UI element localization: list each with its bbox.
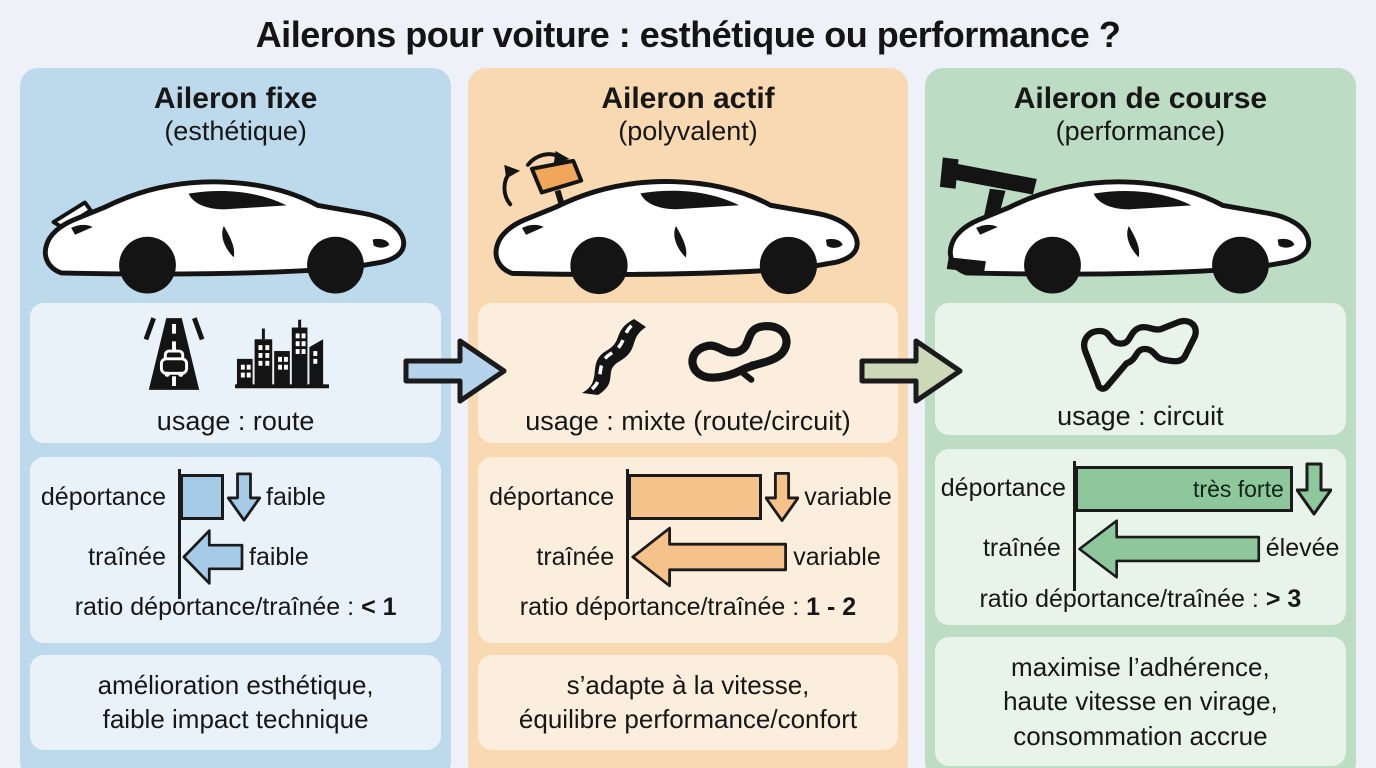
downforce-bar (180, 474, 224, 520)
drag-label: traînée (536, 542, 615, 571)
ratio-line: ratio déportance/traînée :1 - 2 (484, 593, 892, 622)
ratio-line: ratio déportance/traînée :< 1 (36, 593, 435, 622)
downforce-label: déportance (489, 482, 615, 511)
column-title: Aileron fixe (153, 82, 318, 115)
ratio-value: > 3 (1265, 584, 1302, 613)
drag-value: variable (793, 542, 881, 571)
downforce-label: déportance (40, 482, 166, 511)
page-title: Ailerons pour voiture : esthétique ou pe… (255, 14, 1121, 55)
summary-box: amélioration esthétique, faible impact t… (30, 655, 442, 750)
flow-arrow-active-to-race-icon (858, 331, 964, 411)
race-circuit-icon (1072, 304, 1208, 399)
city-icon (234, 317, 329, 394)
downforce-row: déportance variable (484, 467, 892, 527)
column-title: Aileron actif (601, 82, 775, 115)
column-subtitle: (polyvalent) (618, 116, 758, 146)
column-title: Aileron de course (1013, 82, 1268, 115)
usage-caption: usage : mixte (route/circuit) (525, 405, 851, 436)
chart-axis (626, 469, 630, 599)
usage-icons (575, 310, 801, 402)
flow-arrow-fixed-to-active-icon (402, 331, 508, 411)
downforce-arrow-icon (1295, 462, 1332, 516)
drag-label: traînée (982, 534, 1061, 563)
column-header: Aileron fixe (esthétique) (30, 82, 441, 147)
column-subtitle: (performance) (1055, 116, 1226, 146)
downforce-value: variable (804, 482, 892, 511)
drag-arrow-icon (1075, 512, 1261, 586)
downforce-arrow-icon (227, 472, 261, 522)
usage-caption: usage : route (156, 405, 315, 436)
usage-box: usage : circuit (934, 303, 1346, 435)
chart-axis (1072, 460, 1076, 591)
downforce-bar: très forte (1074, 465, 1293, 512)
winding-road-icon (575, 311, 647, 400)
usage-icons (143, 310, 329, 402)
chart-axis (178, 469, 181, 599)
track-loop-icon (677, 314, 801, 397)
active-spoiler-car-icon (478, 151, 898, 299)
stats-box: déportance faible traînée (30, 457, 442, 643)
ratio-label: ratio déportance/traînée : (519, 593, 800, 621)
column-race-wing: Aileron de course (performance) (924, 68, 1356, 768)
ratio-label: ratio déportance/traînée : (979, 584, 1259, 613)
downforce-label: déportance (940, 474, 1066, 503)
summary-box: maximise l’adhérence, haute vitesse en v… (934, 637, 1346, 766)
column-fixed-spoiler: Aileron fixe (esthétique) (20, 68, 452, 768)
drag-label: traînée (88, 542, 166, 571)
stats-box: déportance très forte traînée (934, 448, 1346, 626)
column-subtitle: (esthétique) (164, 116, 307, 146)
drag-value: élevée (1265, 534, 1340, 563)
ratio-line: ratio déportance/traînée :> 3 (941, 585, 1340, 614)
usage-box: usage : route (30, 303, 442, 443)
stats-box: déportance variable traînée (478, 457, 898, 643)
downforce-value: faible (266, 482, 326, 511)
drag-arrow-icon (628, 521, 788, 593)
downforce-arrow-icon (765, 471, 800, 523)
downforce-row: déportance faible (36, 467, 435, 527)
drag-row: traînée variable (484, 526, 892, 588)
ratio-value: 1 - 2 (806, 593, 857, 621)
usage-caption: usage : circuit (1057, 401, 1224, 432)
downforce-row: déportance très forte (941, 459, 1340, 519)
drag-row: traînée élevée (941, 519, 1340, 579)
usage-box: usage : mixte (route/circuit) (478, 303, 898, 443)
fixed-spoiler-car-icon (30, 151, 441, 299)
usage-icons (1072, 305, 1208, 397)
race-wing-car-icon (935, 151, 1346, 299)
summary-box: s’adapte à la vitesse, équilibre perform… (478, 655, 898, 750)
column-active-spoiler: Aileron actif (polyvalent) (468, 68, 908, 768)
drag-row: traînée faible (36, 527, 435, 587)
comparison-columns: Aileron fixe (esthétique) (0, 68, 1376, 768)
road-icon (143, 312, 205, 399)
drag-value: faible (249, 542, 309, 571)
column-header: Aileron de course (performance) (935, 82, 1346, 147)
column-header: Aileron actif (polyvalent) (478, 82, 898, 147)
ratio-label: ratio déportance/traînée : (74, 593, 355, 621)
downforce-bar (628, 474, 763, 520)
ratio-value: < 1 (361, 593, 397, 621)
drag-arrow-icon (180, 527, 244, 587)
